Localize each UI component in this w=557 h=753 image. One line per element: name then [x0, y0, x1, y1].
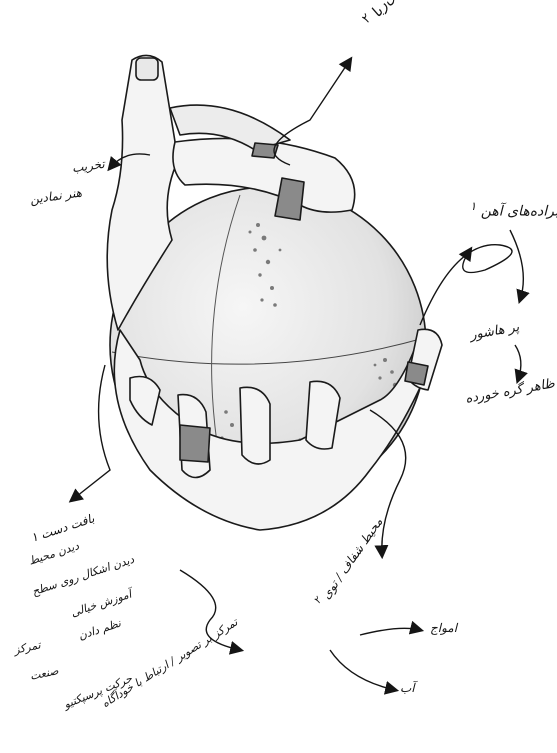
effect-arrow-1	[510, 230, 523, 300]
effect-arrow-2	[515, 345, 521, 380]
label-filings: براده‌های آهن ۱	[470, 200, 557, 220]
waves-arrow	[360, 628, 420, 635]
hand-arrow	[72, 365, 110, 500]
label-water: آب	[400, 682, 415, 696]
water-arrow	[330, 650, 395, 690]
fingernail	[136, 58, 158, 80]
ring-band-lower	[180, 425, 210, 462]
ring-band-right	[405, 362, 428, 385]
label-waves: امواج	[430, 622, 457, 636]
lower-finger-3	[240, 387, 270, 464]
filings-arrow	[420, 245, 512, 325]
